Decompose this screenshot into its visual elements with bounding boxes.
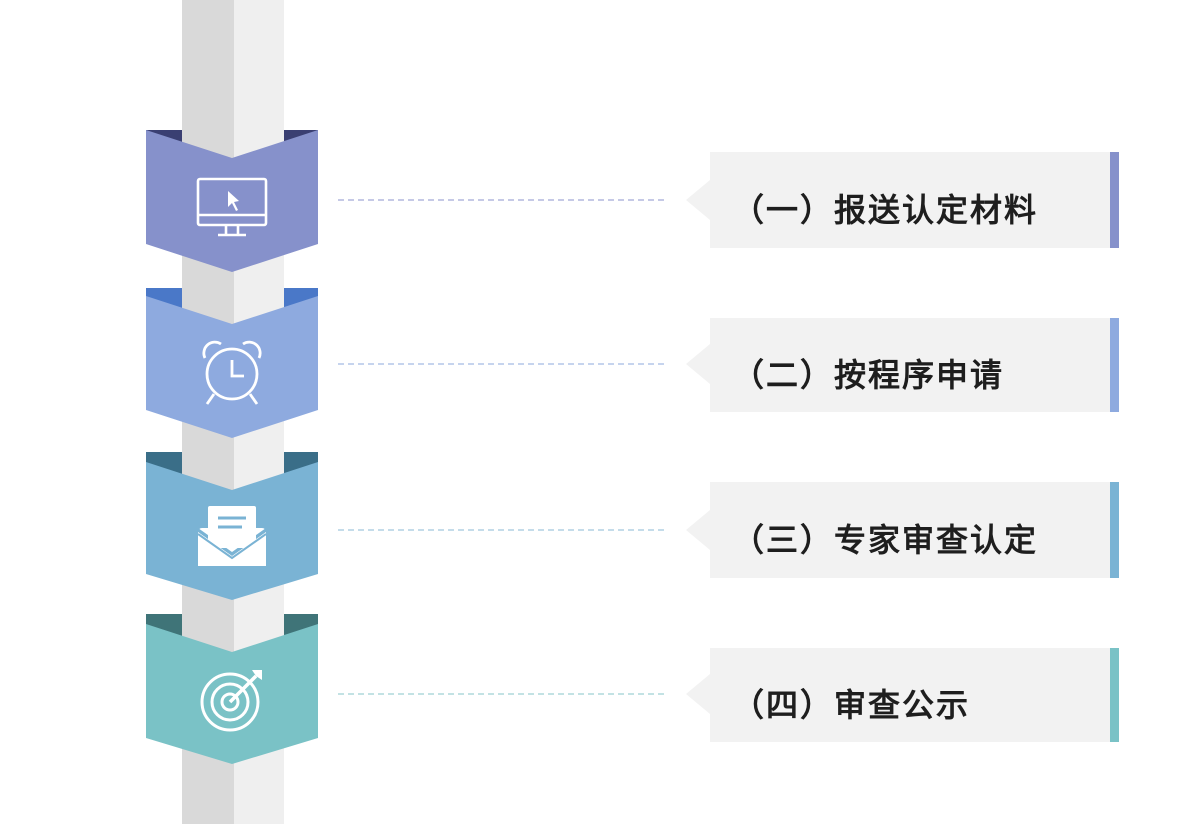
step-4-accent-bar: [1110, 648, 1119, 742]
step-2-accent-bar: [1110, 318, 1119, 412]
step-2: （二）按程序申请: [146, 288, 1119, 438]
step-1-label: （一）报送认定材料: [732, 191, 1038, 229]
step-1-accent-bar: [1110, 152, 1119, 248]
step-4-label: （四）审查公示: [732, 686, 970, 724]
step-3: （三）专家审查认定: [146, 452, 1119, 600]
alarm-clock-icon: [202, 340, 262, 405]
step-1-label-box: [686, 152, 1110, 248]
step-4-label-box: [686, 648, 1110, 742]
step-2-label: （二）按程序申请: [732, 356, 1004, 394]
step-2-label-box: [686, 318, 1110, 412]
monitor-cursor-icon: [196, 177, 268, 237]
step-3-accent-bar: [1110, 482, 1119, 578]
step-4: （四）审查公示: [146, 614, 1119, 764]
step-1: （一）报送认定材料: [146, 130, 1119, 272]
target-arrow-icon: [200, 670, 262, 732]
step-3-label: （三）专家审查认定: [732, 521, 1038, 559]
step-3-label-box: [686, 482, 1110, 578]
envelope-letter-icon: [197, 506, 267, 566]
